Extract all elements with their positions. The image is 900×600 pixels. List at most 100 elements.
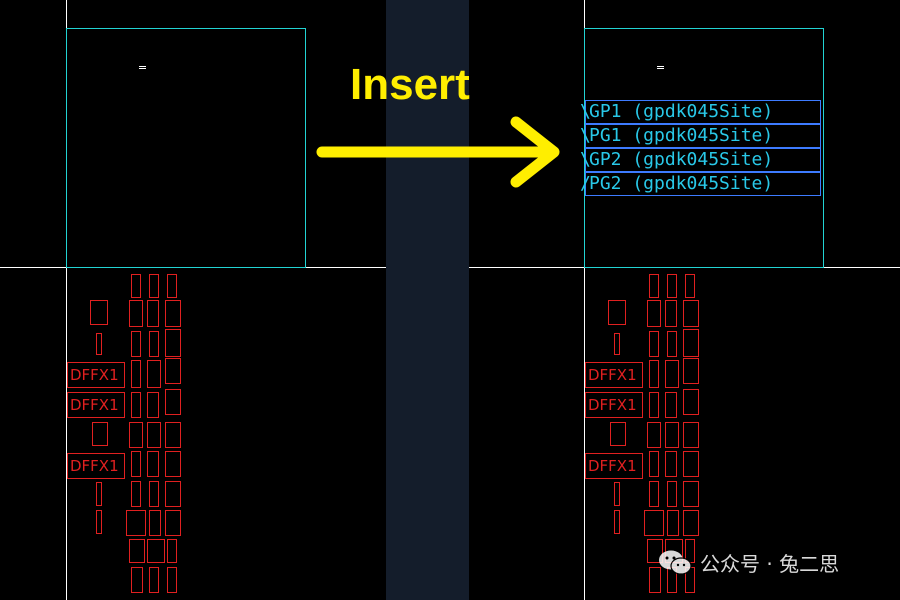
standard-cell	[683, 358, 699, 384]
pin-marker	[657, 66, 664, 69]
standard-cell	[165, 510, 181, 536]
standard-cell	[610, 422, 626, 446]
row-orient-mark: \	[580, 125, 591, 146]
dffx1-cell: DFFX1	[585, 392, 643, 418]
standard-cell	[147, 539, 165, 563]
row-orient-mark: /	[580, 173, 591, 194]
standard-cell	[149, 274, 159, 298]
right-arrow-icon	[316, 116, 560, 188]
standard-cell	[165, 451, 181, 477]
small-cell	[665, 300, 677, 327]
site-row-gp2: \ GP2 (gpdk045Site)	[580, 148, 821, 172]
dffx1-cell: DFFX1	[67, 453, 125, 479]
small-cell	[147, 300, 159, 327]
standard-cell	[147, 360, 161, 388]
standard-cell	[149, 567, 159, 593]
standard-cell	[683, 329, 699, 357]
standard-cell	[149, 481, 159, 507]
standard-cell	[647, 300, 661, 327]
standard-cell	[126, 510, 146, 536]
standard-cell	[683, 510, 699, 536]
standard-cell	[665, 422, 679, 448]
standard-cell	[129, 539, 145, 563]
standard-cell	[149, 510, 161, 536]
standard-cell	[649, 451, 659, 477]
pin-marker	[139, 66, 146, 69]
row-orient-mark: \	[580, 149, 591, 170]
standard-cell	[131, 360, 141, 388]
site-row-pg1: \ PG1 (gpdk045Site)	[580, 124, 821, 148]
core-boundary	[66, 28, 306, 268]
standard-cell	[165, 300, 181, 327]
standard-cell	[649, 392, 659, 418]
standard-cell	[96, 482, 102, 506]
standard-cell	[165, 422, 181, 448]
standard-cell	[149, 331, 159, 357]
standard-cell	[647, 539, 663, 563]
standard-cell	[614, 333, 620, 355]
grid-line-vertical	[584, 0, 585, 600]
standard-cell	[131, 392, 141, 418]
standard-cell	[165, 481, 181, 507]
standard-cell	[129, 422, 143, 448]
standard-cell	[683, 389, 699, 415]
standard-cell	[683, 422, 699, 448]
standard-cell	[608, 300, 626, 325]
standard-cell	[96, 510, 102, 534]
standard-cell	[665, 360, 679, 388]
dffx1-cell: DFFX1	[585, 362, 643, 388]
standard-cell	[165, 329, 181, 357]
standard-cell	[96, 333, 102, 355]
standard-cell	[683, 481, 699, 507]
standard-cell	[131, 331, 141, 357]
site-row-label: GP1 (gpdk045Site)	[589, 101, 774, 122]
standard-cell	[167, 539, 177, 563]
standard-cell	[647, 422, 661, 448]
standard-cell	[649, 331, 659, 357]
site-row-label: PG2 (gpdk045Site)	[589, 173, 774, 194]
before-layout-view[interactable]: DFFX1 DFFX1 DFFX1	[0, 0, 386, 600]
site-row-label: GP2 (gpdk045Site)	[589, 149, 774, 170]
standard-cell	[614, 482, 620, 506]
standard-cell	[131, 451, 141, 477]
small-cell	[665, 392, 677, 418]
standard-cell	[165, 389, 181, 415]
standard-cell	[167, 274, 177, 298]
dffx1-cell: DFFX1	[585, 453, 643, 479]
site-row-label: PG1 (gpdk045Site)	[589, 125, 774, 146]
standard-cell	[129, 300, 143, 327]
grid-line-vertical	[66, 0, 67, 600]
small-cell	[665, 451, 677, 477]
standard-cell	[131, 274, 141, 298]
standard-cell	[667, 510, 679, 536]
site-row-pg2: / PG2 (gpdk045Site)	[580, 172, 821, 196]
row-orient-mark: \	[580, 101, 591, 122]
standard-cell	[667, 481, 677, 507]
watermark: 公众号 · 兔二思	[658, 548, 839, 577]
standard-cell	[685, 274, 695, 298]
watermark-text: 公众号 · 兔二思	[700, 552, 840, 576]
wechat-icon	[659, 550, 692, 575]
standard-cell	[90, 300, 108, 325]
standard-cell	[683, 451, 699, 477]
standard-cell	[667, 274, 677, 298]
standard-cell	[614, 510, 620, 534]
standard-cell	[167, 567, 177, 593]
site-row-gp1: \ GP1 (gpdk045Site)	[580, 100, 821, 124]
small-cell	[147, 451, 159, 477]
standard-cell	[644, 510, 664, 536]
standard-cell	[649, 360, 659, 388]
standard-cell	[649, 274, 659, 298]
standard-cell	[131, 481, 141, 507]
standard-cell	[683, 300, 699, 327]
standard-cell	[147, 422, 161, 448]
standard-cell	[649, 481, 659, 507]
standard-cell	[131, 567, 143, 593]
dffx1-cell: DFFX1	[67, 392, 125, 418]
small-cell	[147, 392, 159, 418]
after-layout-view[interactable]: \ GP1 (gpdk045Site) \ PG1 (gpdk045Site) …	[469, 0, 900, 600]
insert-label: Insert	[350, 60, 470, 109]
standard-cell	[92, 422, 108, 446]
core-boundary	[584, 28, 824, 268]
standard-cell	[165, 358, 181, 384]
